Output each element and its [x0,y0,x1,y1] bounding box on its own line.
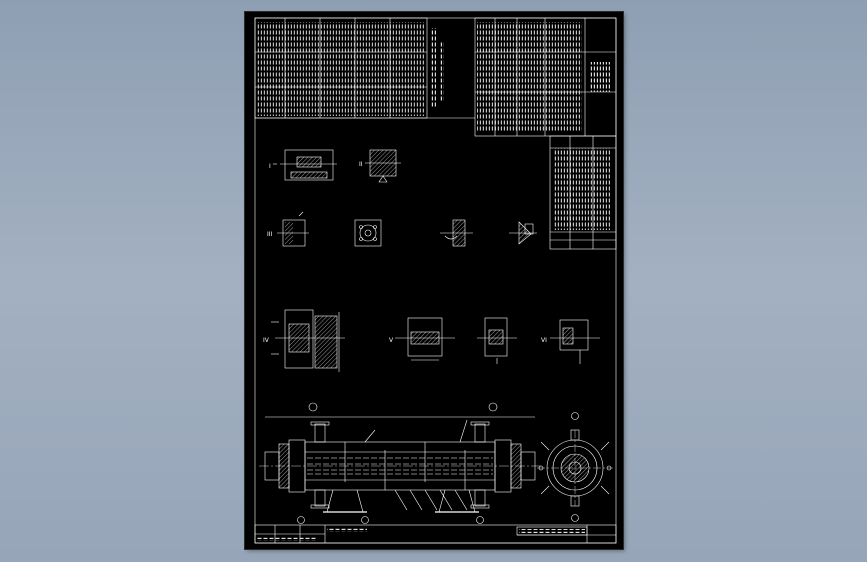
detail-view-8 [477,317,517,364]
svg-text:IV: IV [263,337,270,344]
heat-exchanger-end-view [537,412,613,522]
detail-view-4 [440,219,473,247]
heat-exchanger-main-view [259,402,541,524]
detail-view-1: I [269,149,337,181]
svg-text:VI: VI [541,337,547,344]
detail-view-7: V [389,317,455,361]
parts-list-table [474,17,617,137]
technical-table-left [254,17,428,119]
flange-face-view [354,219,382,247]
nozzle-table [549,135,617,250]
drawing-canvas: I II III [254,17,617,544]
svg-text:I: I [269,163,271,170]
detail-view-6: IV [263,309,345,372]
svg-text:V: V [389,337,394,344]
svg-text:II: II [359,161,363,168]
drawing-sheet: I II III [245,12,623,549]
technical-notes [431,28,444,108]
title-block [254,524,617,544]
svg-text:III: III [267,231,273,238]
detail-view-5 [509,221,537,245]
detail-view-3: III [267,211,309,247]
detail-view-2: II [359,149,401,183]
detail-view-9: VI [541,319,600,364]
